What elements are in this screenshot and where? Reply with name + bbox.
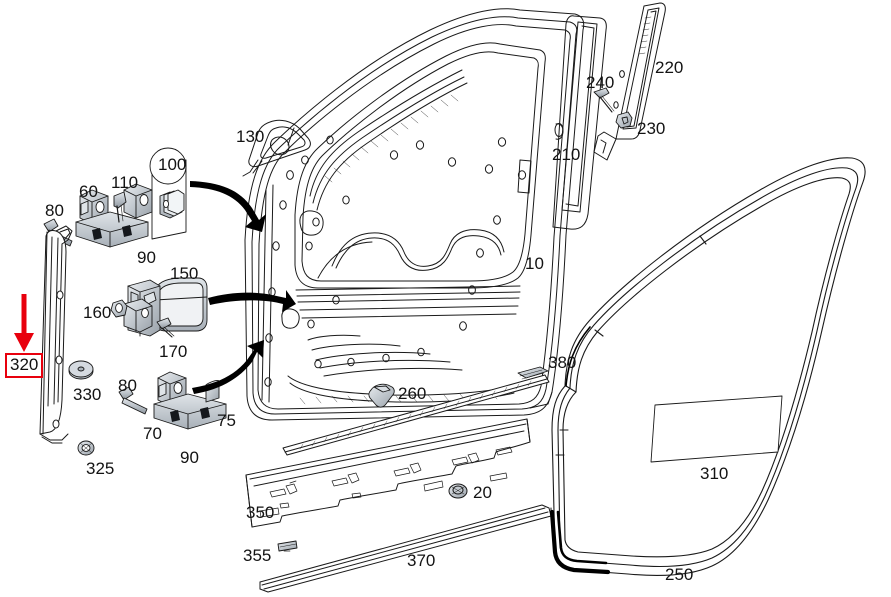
part-210-pillar-frame (552, 15, 607, 230)
callout-75: 75 (217, 411, 236, 430)
part-100-shim-set (149, 147, 187, 240)
callout-170: 170 (159, 342, 188, 361)
callout-325: 325 (86, 459, 115, 478)
part-160-nut (110, 299, 128, 318)
callout-70: 70 (143, 424, 162, 443)
callout-160: 160 (83, 303, 112, 322)
callout-250: 250 (665, 565, 694, 584)
part-350-sill-trim (245, 418, 531, 528)
callout-130: 130 (236, 127, 265, 146)
part-250-door-seal (549, 157, 866, 577)
part-330-grommet (68, 360, 94, 380)
part-355-clip (277, 540, 298, 552)
assembly-arrow-lower (192, 340, 264, 394)
part-20-clip (448, 483, 468, 499)
callout-380: 380 (548, 353, 577, 372)
assembly-arrow-upper (190, 181, 266, 232)
callout-210: 210 (552, 145, 581, 164)
callout-370: 370 (407, 551, 436, 570)
part-80-bolt-lower (118, 386, 148, 415)
callout-20: 20 (473, 483, 492, 502)
callout-220: 220 (655, 58, 684, 77)
assembly-arrow-middle (208, 290, 296, 312)
callout-100: 100 (158, 155, 187, 174)
upper-rail-strip (282, 374, 550, 456)
part-60-hinge-bracket (75, 189, 149, 248)
part-240-screw (593, 87, 615, 113)
callout-310: 310 (700, 464, 729, 483)
callout-330: 330 (73, 385, 102, 404)
callout-90-lower: 90 (180, 448, 199, 467)
part-380-clip (517, 366, 549, 380)
callout-110: 110 (111, 173, 139, 192)
part-170-screw (156, 317, 175, 338)
callout-350: 350 (246, 503, 275, 522)
callout-260: 260 (398, 384, 427, 403)
callout-80-upper: 80 (45, 201, 64, 220)
part-220-pillar-trim (593, 2, 666, 161)
callout-320-highlighted: 320 (5, 353, 44, 378)
part-70-hinge-bracket-lower (153, 371, 227, 430)
part-370-moulding (259, 504, 552, 593)
part-260-plug (368, 383, 395, 408)
part-310-detail-box (650, 395, 783, 463)
callout-150: 150 (170, 264, 199, 283)
part-230-nut (615, 111, 633, 129)
part-320-seal-strip (39, 225, 73, 444)
callout-230: 230 (637, 119, 666, 138)
callout-355: 355 (243, 546, 272, 565)
callout-90-upper: 90 (137, 248, 156, 267)
callout-10: 10 (525, 254, 544, 273)
part-130-mirror-cover (242, 119, 311, 177)
part-10-door-shell (244, 8, 585, 421)
part-325-washer (77, 440, 95, 456)
callout-80-lower: 80 (118, 376, 137, 395)
callout-240: 240 (586, 73, 615, 92)
callout-60: 60 (79, 182, 98, 201)
